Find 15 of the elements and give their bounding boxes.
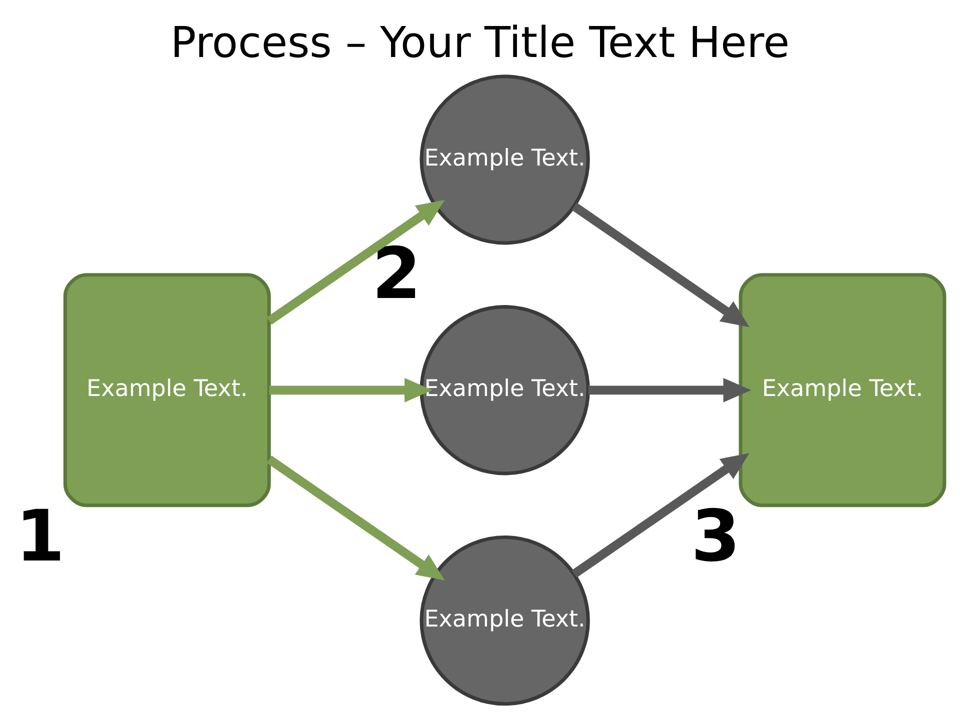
node-box: Example Text. (738, 273, 946, 508)
node-circle: Example Text. (420, 305, 590, 476)
node-label: 2 (372, 232, 422, 315)
diagram-title: Process – Your Title Text Here (170, 19, 790, 68)
node-circle: Example Text. (420, 74, 590, 245)
node-label: 1 (16, 494, 65, 578)
arrow (266, 200, 445, 325)
arrow (269, 378, 432, 402)
node-box: Example Text. (63, 273, 271, 508)
node-label: 3 (690, 494, 740, 578)
node-circle: Example Text. (420, 536, 590, 706)
arrow (266, 456, 445, 580)
arrow (588, 378, 752, 402)
arrow (572, 453, 750, 578)
arrow (572, 202, 750, 328)
